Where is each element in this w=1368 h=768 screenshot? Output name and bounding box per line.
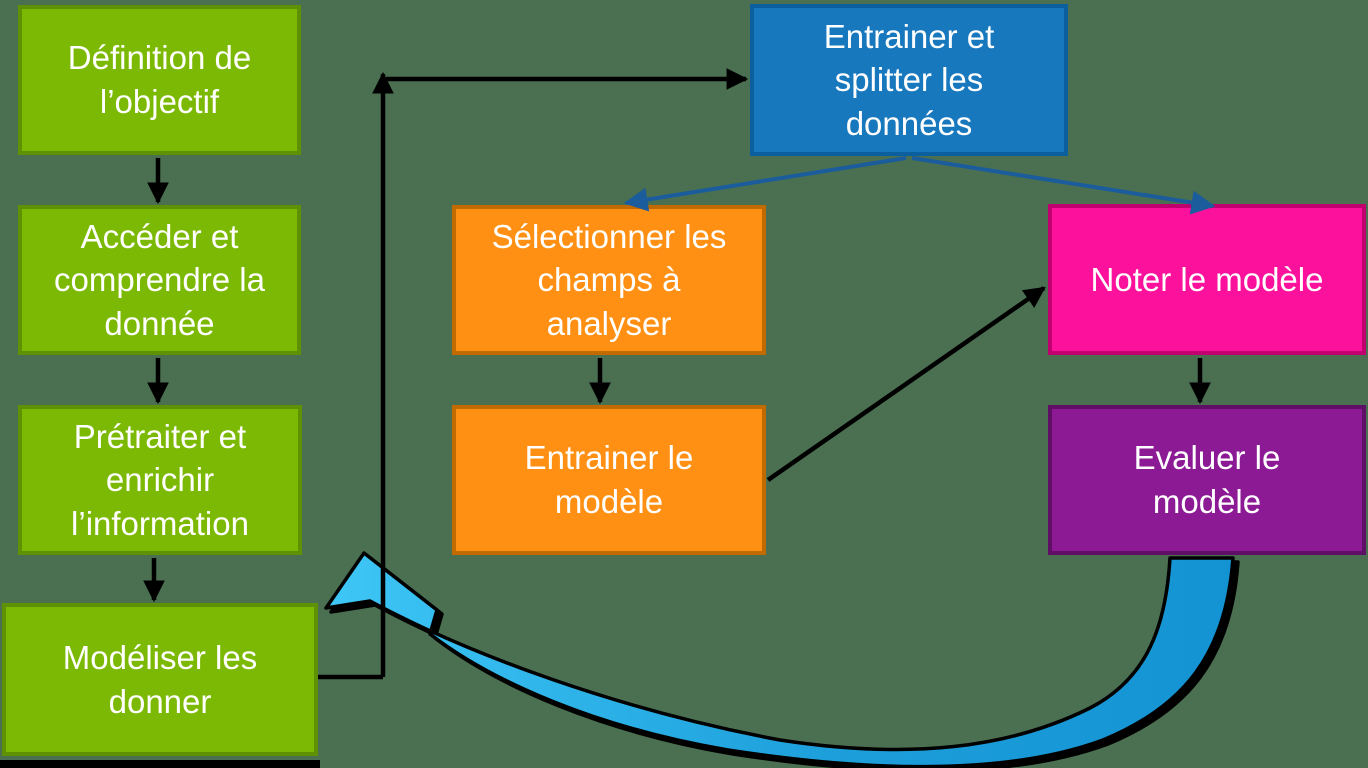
step-pretraiter-enrichir: Prétraiter et enrichir l’information — [18, 405, 302, 555]
step-entrainer-splitter: Entrainer et splitter les données — [750, 4, 1068, 156]
step-evaluer-modele: Evaluer le modèle — [1048, 405, 1366, 555]
step-noter-modele-label: Noter le modèle — [1090, 260, 1324, 298]
step-acceder-comprendre-label: Accéder et comprendre la donnée — [54, 217, 265, 342]
step-selectionner-champs: Sélectionner les champs à analyser — [452, 205, 766, 355]
arrow-splitter-to-noter — [911, 156, 1216, 215]
step-pretraiter-enrichir-label: Prétraiter et enrichir l’information — [71, 417, 249, 542]
step-modeliser-donnees: Modéliser les donner — [2, 603, 318, 756]
feedback-swoosh-arrow — [324, 551, 1235, 768]
step-entrainer-modele-label: Entrainer le modèle — [524, 439, 694, 520]
arrow-entrainer-to-noter — [766, 286, 1046, 482]
step-entrainer-splitter-label: Entrainer et splitter les données — [823, 17, 995, 142]
step-definition-objectif-label: Définition de l’objectif — [67, 39, 252, 120]
step-entrainer-modele: Entrainer le modèle — [452, 405, 766, 555]
modeliser-box-shadow — [0, 760, 320, 768]
arrow-splitter-to-selectionner — [623, 156, 907, 212]
step-noter-modele: Noter le modèle — [1048, 204, 1366, 355]
step-evaluer-modele-label: Evaluer le modèle — [1133, 439, 1281, 520]
step-modeliser-donnees-label: Modéliser les donner — [62, 638, 258, 720]
step-acceder-comprendre: Accéder et comprendre la donnée — [18, 205, 301, 355]
step-selectionner-champs-label: Sélectionner les champs à analyser — [491, 217, 727, 342]
step-definition-objectif: Définition de l’objectif — [18, 5, 301, 155]
